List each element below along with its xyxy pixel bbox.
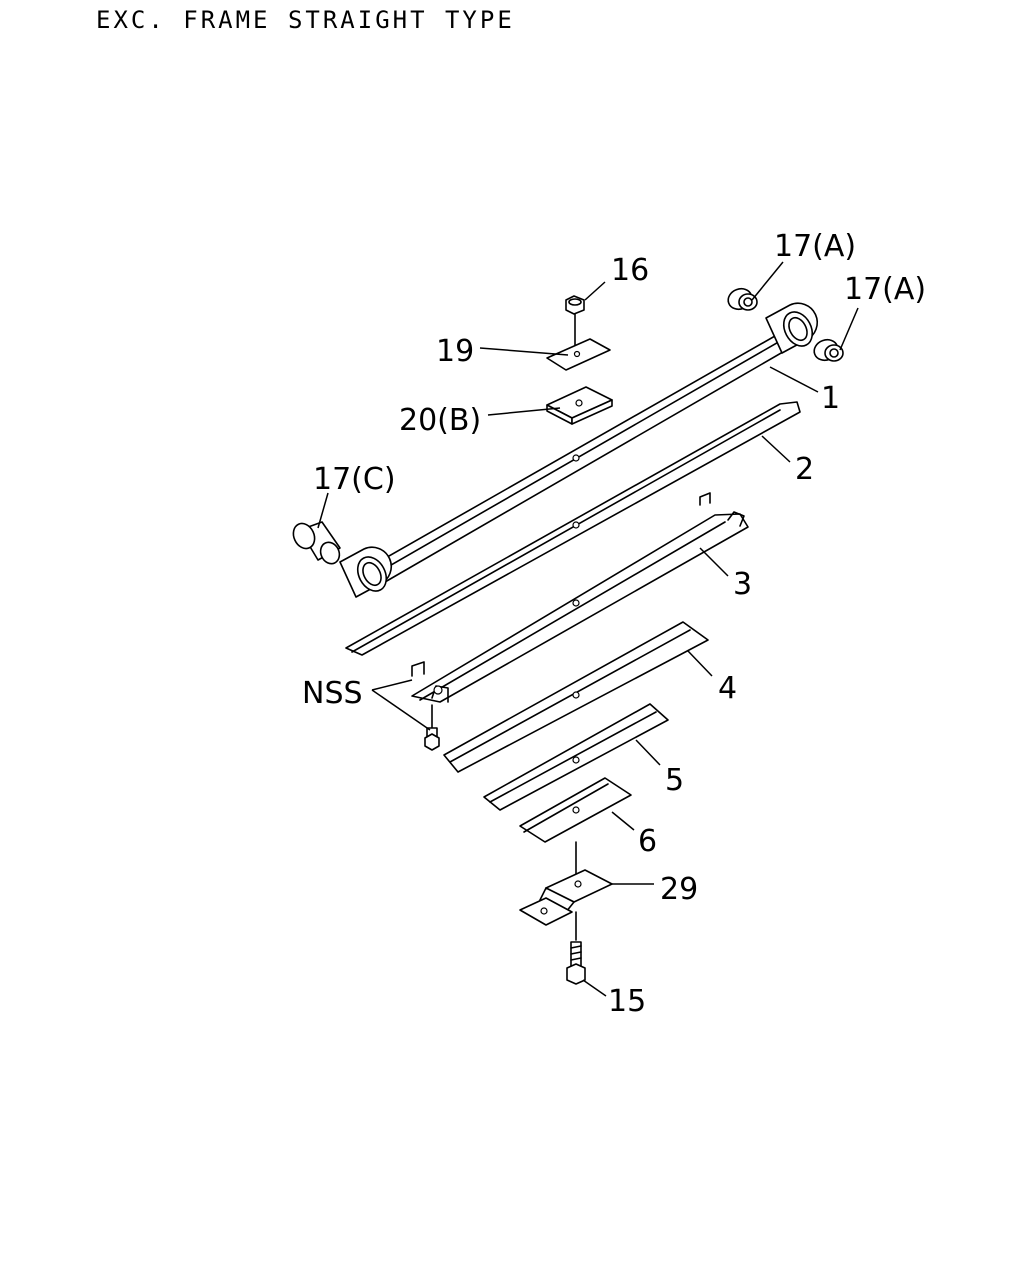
nut-16 — [565, 295, 585, 351]
label-3: 3 — [733, 567, 752, 602]
bushing-17c — [292, 521, 341, 565]
label-20b: 20(B) — [399, 403, 481, 438]
sixth-leaf — [519, 777, 632, 843]
leader-lines — [317, 261, 859, 997]
label-19: 19 — [436, 334, 474, 369]
fifth-leaf — [483, 703, 669, 811]
label-17a-top: 17(A) — [774, 229, 856, 264]
plate-19 — [546, 338, 611, 371]
label-5: 5 — [665, 763, 684, 798]
label-29: 29 — [660, 872, 698, 907]
bracket-29 — [519, 841, 613, 926]
label-15: 15 — [608, 984, 646, 1019]
bushing-17a-left — [727, 287, 758, 311]
label-6: 6 — [638, 824, 657, 859]
label-2: 2 — [795, 452, 814, 487]
label-1: 1 — [821, 381, 840, 416]
main-leaf-spring — [339, 302, 819, 598]
spacer-20b — [546, 386, 613, 425]
fourth-leaf — [443, 621, 709, 773]
third-leaf — [411, 492, 749, 703]
label-17c: 17(C) — [313, 462, 396, 497]
second-leaf — [345, 401, 801, 656]
label-nss: NSS — [302, 676, 363, 711]
bolt-nss — [424, 704, 440, 751]
label-17a-right: 17(A) — [844, 272, 926, 307]
bolt-15 — [566, 911, 586, 985]
label-4: 4 — [718, 671, 737, 706]
diagram-title: EXC. FRAME STRAIGHT TYPE — [96, 6, 515, 34]
label-16: 16 — [611, 253, 649, 288]
bushing-17a-right — [813, 338, 844, 362]
